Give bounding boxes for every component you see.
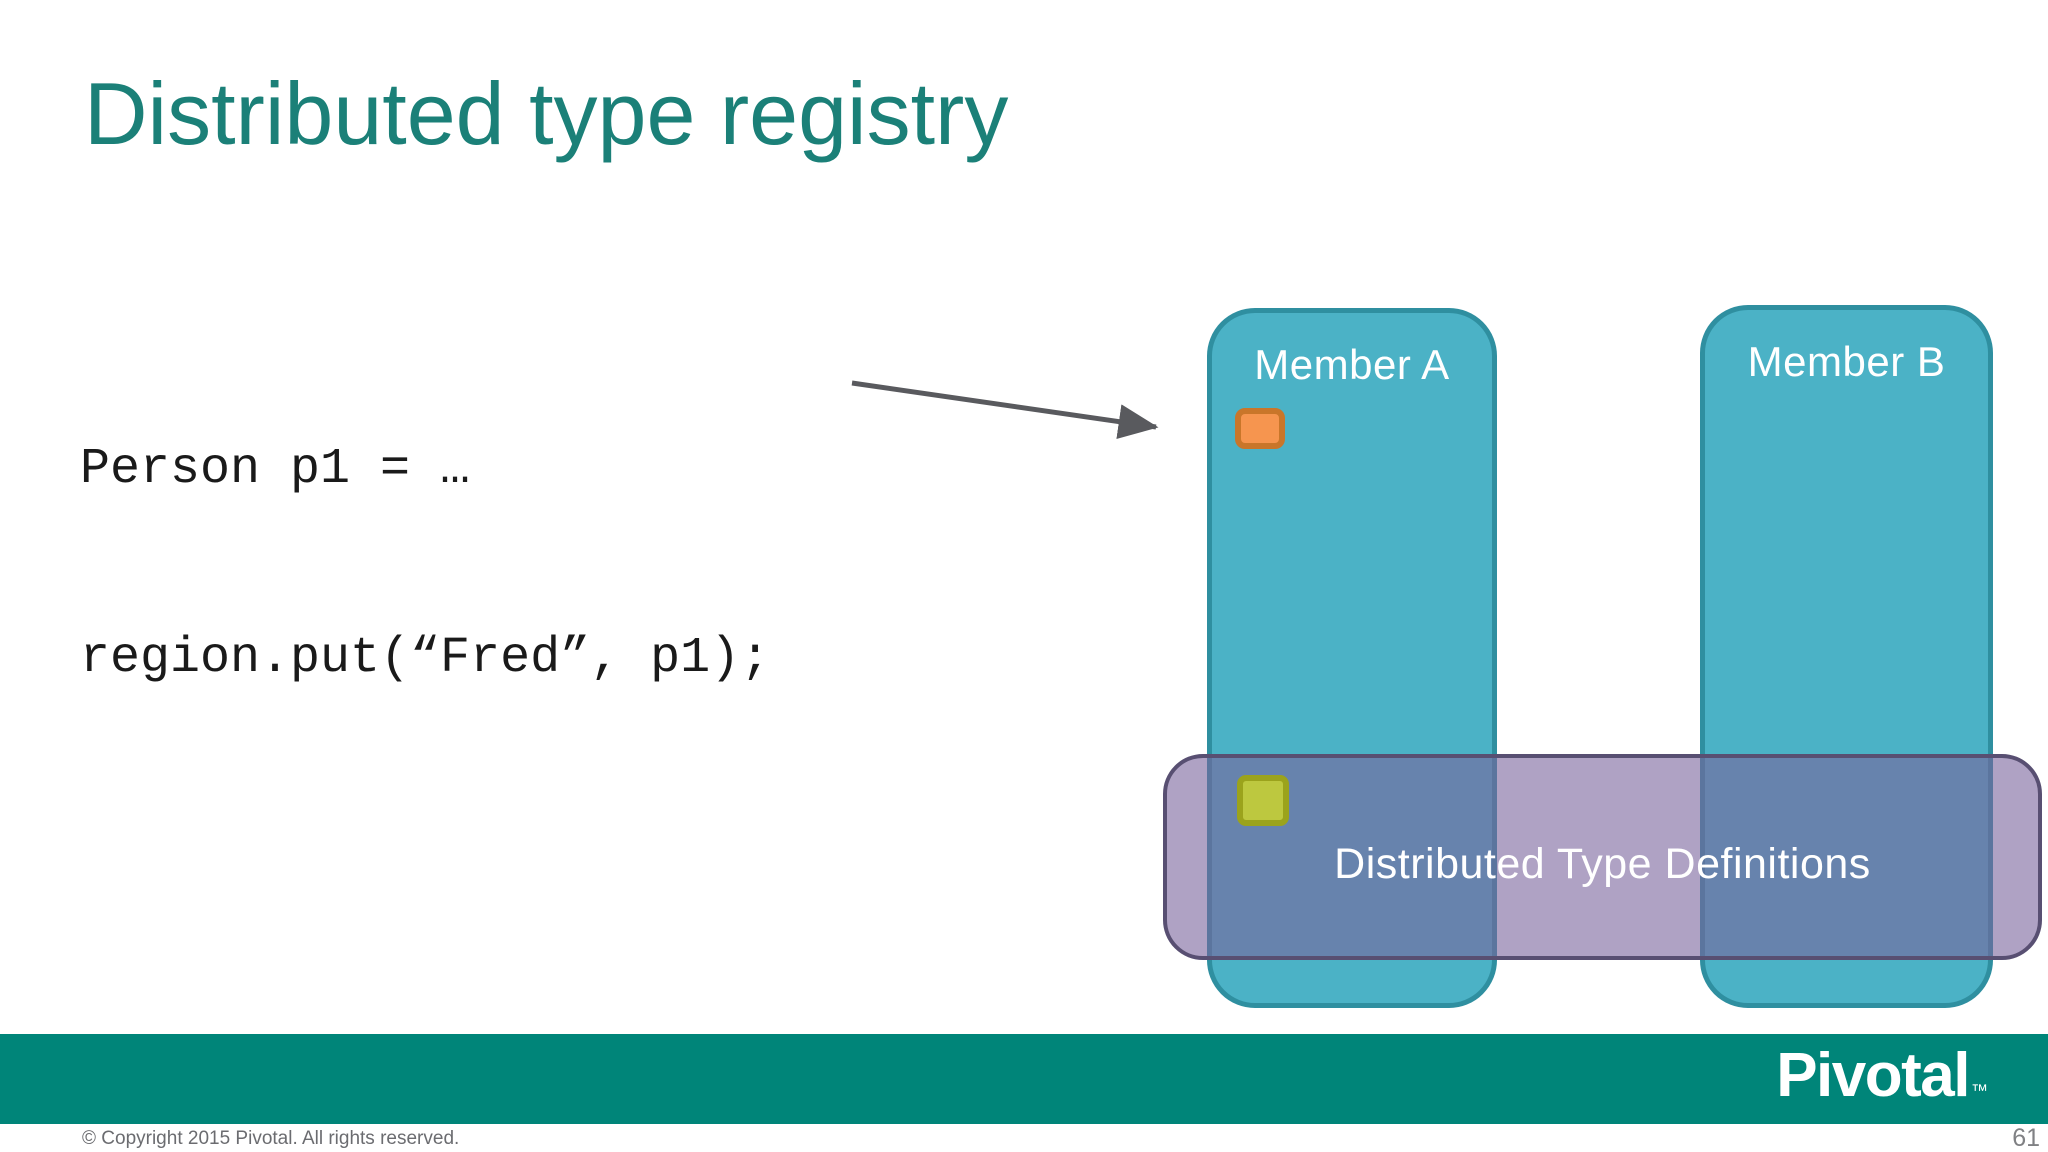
arrow-right-icon <box>851 380 1159 439</box>
code-snippet: Person p1 = … region.put(“Fred”, p1); <box>80 312 770 816</box>
trademark-symbol: ™ <box>1971 1081 1988 1100</box>
object-entry-marker-icon <box>1235 408 1285 449</box>
distributed-type-definitions-band: Distributed Type Definitions <box>1163 754 2042 960</box>
copyright-text: © Copyright 2015 Pivotal. All rights res… <box>82 1128 460 1149</box>
band-label: Distributed Type Definitions <box>1334 839 1871 888</box>
member-b-label: Member B <box>1747 338 1946 385</box>
code-line-2: region.put(“Fred”, p1); <box>80 630 771 687</box>
page-number: 61 <box>2012 1124 2040 1152</box>
code-line-1: Person p1 = … <box>80 441 471 498</box>
type-definition-marker-icon <box>1237 775 1289 826</box>
member-a-label: Member A <box>1254 341 1450 388</box>
pivotal-logo-text: Pivotal <box>1776 1041 1970 1110</box>
page-title: Distributed type registry <box>84 64 1009 163</box>
